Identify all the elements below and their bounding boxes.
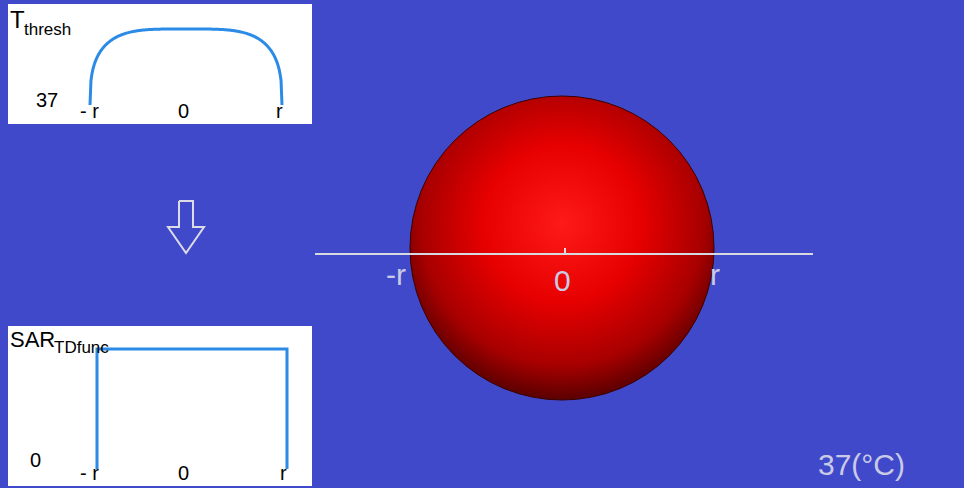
tick-label: 0 bbox=[178, 463, 189, 483]
axis-tick bbox=[564, 248, 566, 254]
curve bbox=[90, 29, 282, 105]
tick-label: 0 bbox=[178, 101, 189, 121]
tick-label: 0 bbox=[30, 450, 41, 470]
plot-panel: SARTDfunc 0 - r 0 r bbox=[8, 326, 312, 486]
tick-label: r bbox=[276, 101, 283, 121]
axis-label: -r bbox=[386, 260, 406, 290]
sphere bbox=[410, 96, 714, 400]
axis-title: T bbox=[10, 8, 25, 32]
block-arrow bbox=[168, 201, 204, 253]
curve bbox=[97, 349, 287, 469]
tick-label: - r bbox=[80, 463, 99, 483]
axis-label: r bbox=[710, 260, 720, 290]
tick-label: - r bbox=[80, 101, 99, 121]
tick-label: r bbox=[280, 463, 287, 483]
plot-panel: Tthresh 37 - r 0 r bbox=[8, 4, 312, 124]
axis-title: SAR bbox=[10, 329, 55, 351]
temperature-label: 37(°C) bbox=[818, 450, 905, 480]
tick-label: 37 bbox=[36, 90, 58, 110]
axis-title: TDfunc bbox=[54, 339, 109, 356]
axis-label: 0 bbox=[554, 266, 571, 296]
axis-title: thresh bbox=[24, 21, 71, 38]
